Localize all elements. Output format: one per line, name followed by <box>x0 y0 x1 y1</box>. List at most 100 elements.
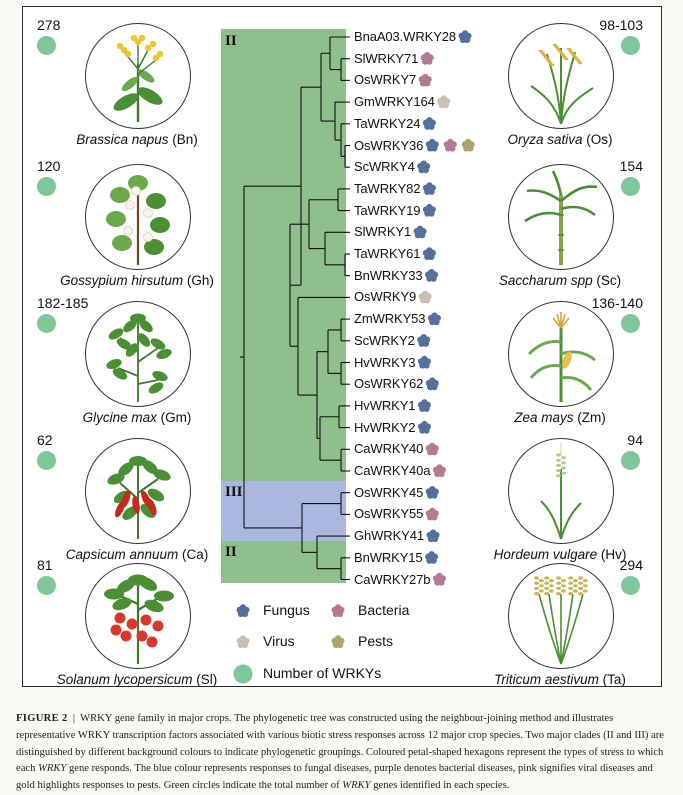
caption-text-3: genes identified in each species. <box>370 780 510 792</box>
wrky-count-dot-icon <box>37 177 56 196</box>
wrky-count-dot-icon <box>621 177 640 196</box>
wrky-count-Ca: 62 <box>37 432 53 448</box>
wrky-count-Gh: 120 <box>37 158 61 174</box>
clade-ii-lower-bg <box>221 541 346 583</box>
gene-label: HvWRKY1 <box>354 397 416 413</box>
fungus-stress-icon <box>427 312 441 326</box>
gene-label: SlWRKY1 <box>354 224 412 240</box>
fungus-stress-icon <box>425 551 439 564</box>
figure-caption: FIGURE 2 | WRKY gene family in major cro… <box>16 711 671 795</box>
legend-virus-icon <box>236 635 250 649</box>
gene-label: SlWRKY71 <box>354 50 419 66</box>
species-latin-name: Glycine max <box>82 410 157 425</box>
caption-text-2: gene responds. The blue colour represent… <box>16 763 653 792</box>
wrky-count-dot-icon <box>621 36 640 55</box>
sugarcane-plant-icon <box>508 164 614 270</box>
gene-label: OsWRKY55 <box>354 506 424 522</box>
rapeseed-plant-icon <box>85 23 191 129</box>
wrky-count-Hv: 94 <box>627 432 643 448</box>
wrky-count-dot-icon <box>621 314 640 333</box>
species-name: Solanum lycopersicum (Sl) <box>37 672 237 687</box>
clade-ii-upper-bg <box>221 29 346 481</box>
caption-italic-2: WRKY <box>342 780 371 792</box>
wrky-count-Sc: 154 <box>619 158 643 174</box>
bacteria-stress-icon <box>425 507 439 521</box>
gene-label: BnaA03.WRKY28 <box>354 29 457 44</box>
cotton-plant-icon <box>85 164 191 270</box>
species-abbreviation: (Hv) <box>597 547 627 562</box>
legend-fungus-icon <box>236 604 250 618</box>
species-latin-name: Capsicum annuum <box>65 547 179 562</box>
species-latin-name: Brassica napus <box>76 132 169 147</box>
caption-text-1: WRKY gene family in major crops. The phy… <box>16 713 665 775</box>
gene-label: CaWRKY40 <box>354 441 424 457</box>
wrky-count-Bn: 278 <box>37 17 61 33</box>
fungus-stress-icon <box>425 138 439 152</box>
gene-label: ZmWRKY53 <box>354 311 426 327</box>
fungus-stress-icon <box>422 203 436 217</box>
fungus-stress-icon <box>417 355 431 369</box>
gene-label: HvWRKY3 <box>354 354 416 370</box>
gene-label: OsWRKY62 <box>354 376 424 392</box>
species-latin-name: Gossypium hirsutum <box>60 273 184 288</box>
gene-label: TaWRKY61 <box>354 246 421 261</box>
bacteria-stress-icon <box>420 52 434 65</box>
wrky-count-Ta: 294 <box>619 557 643 573</box>
figure-number: FIGURE 2 <box>16 713 68 724</box>
bacteria-stress-icon <box>432 572 446 586</box>
gene-label: CaWRKY40a <box>354 463 431 478</box>
soybean-plant-icon <box>85 301 191 407</box>
legend-label-pests: Pests <box>358 633 394 649</box>
clade-label-middle: III <box>225 484 243 500</box>
wrky-count-dot-icon <box>621 576 640 595</box>
clade-label-lower: II <box>225 544 237 560</box>
species-abbreviation: (Sc) <box>592 273 622 288</box>
species-name: Glycine max (Gm) <box>37 410 237 425</box>
fungus-stress-icon <box>426 529 440 543</box>
species-abbreviation: (Ta) <box>598 672 626 687</box>
species-abbreviation: (Bn) <box>168 132 198 147</box>
gene-label: GhWRKY41 <box>354 528 425 544</box>
gene-label: ScWRKY4 <box>354 159 415 175</box>
bacteria-stress-icon <box>418 73 432 87</box>
tomato-plant-icon <box>85 563 191 669</box>
caption-separator: | <box>72 713 75 724</box>
virus-stress-icon <box>418 290 432 304</box>
gene-label: ScWRKY2 <box>354 332 415 348</box>
legend-label-virus: Virus <box>263 633 295 649</box>
species-name: Gossypium hirsutum (Gh) <box>37 273 237 288</box>
wrky-count-dot-icon <box>37 576 56 595</box>
gene-label: OsWRKY7 <box>354 72 417 88</box>
legend-bacteria-icon <box>331 604 345 618</box>
gene-label: GmWRKY164 <box>354 94 435 110</box>
clade-label-upper: II <box>225 33 237 49</box>
species-latin-name: Solanum lycopersicum <box>56 672 193 687</box>
species-name: Brassica napus (Bn) <box>37 132 237 147</box>
gene-label: TaWRKY24 <box>354 115 421 131</box>
caption-italic-1: WRKY <box>38 763 67 775</box>
species-abbreviation: (Ca) <box>178 547 209 562</box>
wrky-count-dot-icon <box>37 36 56 55</box>
gene-label: TaWRKY82 <box>354 180 421 196</box>
species-latin-name: Zea mays <box>514 410 574 425</box>
fungus-stress-icon <box>425 486 439 499</box>
species-name: Capsicum annuum (Ca) <box>37 547 237 562</box>
fungus-stress-icon <box>413 225 427 239</box>
gene-label: HvWRKY2 <box>354 419 416 435</box>
legend-label-bacteria: Bacteria <box>358 602 410 618</box>
gene-label: OsWRKY45 <box>354 484 424 500</box>
species-abbreviation: (Zm) <box>573 410 606 425</box>
species-latin-name: Saccharum spp <box>498 273 593 288</box>
legend-pests-icon <box>331 635 345 649</box>
maize-plant-icon <box>508 301 614 407</box>
fungus-stress-icon <box>422 182 436 195</box>
fungus-stress-icon <box>422 117 436 130</box>
species-abbreviation: (Gh) <box>183 273 214 288</box>
gene-label: CaWRKY27b <box>354 571 431 587</box>
species-name: Oryza sativa (Os) <box>460 132 660 147</box>
gene-label: OsWRKY9 <box>354 289 417 305</box>
species-latin-name: Triticum aestivum <box>494 672 599 687</box>
gene-label: BnWRKY15 <box>354 549 423 565</box>
wrky-count-Sl: 81 <box>37 557 53 573</box>
wrky-count-Os: 98-103 <box>599 17 643 33</box>
